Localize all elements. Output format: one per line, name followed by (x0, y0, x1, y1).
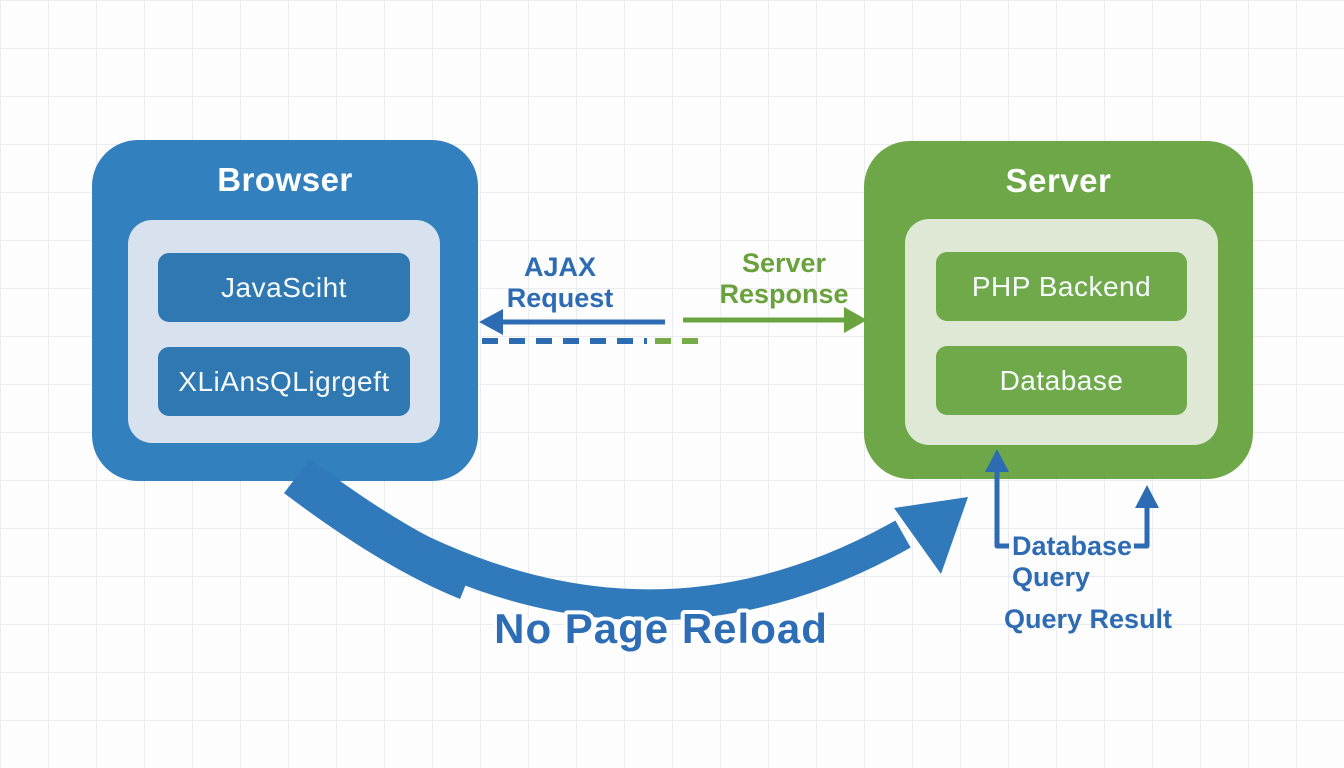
browser-item-xmlhttprequest: XLiAnsQLigrgeft (158, 347, 410, 416)
browser-node: Browser JavaSciht XLiAnsQLigrgeft (92, 140, 478, 481)
database-query-label: Database Query (1012, 531, 1132, 593)
query-result-label: Query Result (1004, 604, 1173, 634)
ajax-request-label-line1: AJAX (523, 252, 597, 282)
no-page-reload-arrowhead-icon (894, 497, 968, 574)
server-response-label-line1: Server (741, 248, 827, 278)
server-node: Server PHP Backend Database (864, 141, 1253, 479)
server-item-database: Database (936, 346, 1187, 415)
database-query-label-line1: Database (1012, 531, 1133, 561)
no-page-reload-label: No Page Reload (494, 605, 828, 652)
server-title: Server (1005, 162, 1112, 199)
server-inner-panel: PHP Backend Database (905, 219, 1218, 445)
ajax-request-label: AJAX Request (450, 252, 670, 314)
query-result-arrow (1134, 485, 1159, 549)
server-item-php-backend: PHP Backend (936, 252, 1187, 321)
database-query-label-line2: Query (1012, 562, 1091, 592)
no-page-reload-arrow (284, 458, 968, 621)
server-response-label-line2: Response (719, 279, 849, 309)
server-response-arrow (683, 307, 867, 333)
server-response-label: Server Response (674, 248, 894, 310)
ajax-request-label-line2: Request (506, 283, 614, 313)
query-result-arrowhead-icon (1135, 485, 1159, 508)
browser-title: Browser (217, 161, 353, 198)
browser-item-javascript: JavaSciht (158, 253, 410, 322)
browser-inner-panel: JavaSciht XLiAnsQLigrgeft (128, 220, 440, 443)
